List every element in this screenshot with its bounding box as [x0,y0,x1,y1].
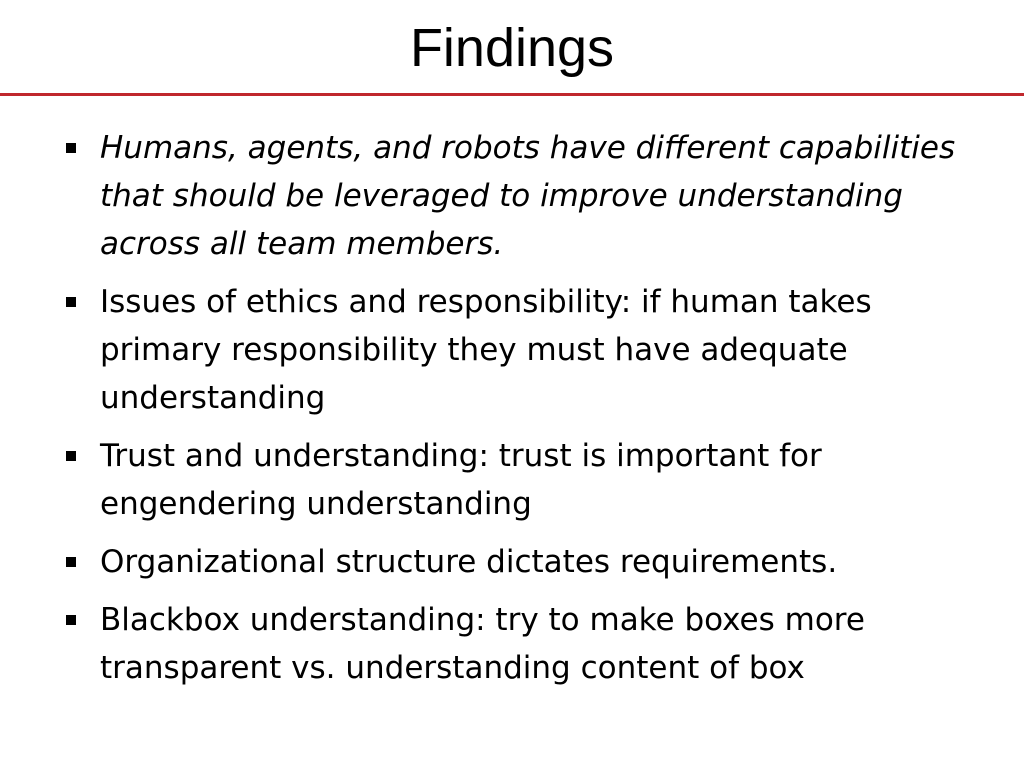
square-bullet-icon [66,143,76,153]
bullet-text: Trust and understanding: trust is import… [100,438,822,522]
square-bullet-icon [66,297,76,307]
square-bullet-icon [66,451,76,461]
square-bullet-icon [66,557,76,567]
bullet-item: Blackbox understanding: try to make boxe… [62,596,962,692]
square-bullet-icon [66,615,76,625]
bullet-text: Blackbox understanding: try to make boxe… [100,602,865,686]
bullet-item: Organizational structure dictates requir… [62,538,962,586]
title-divider [0,93,1024,96]
bullet-text: Organizational structure dictates requir… [100,544,838,580]
bullet-item: Issues of ethics and responsibility: if … [62,278,962,422]
bullet-item: Humans, agents, and robots have differen… [62,124,962,268]
bullet-text: Humans, agents, and robots have differen… [100,130,956,262]
bullet-item: Trust and understanding: trust is import… [62,432,962,528]
slide-title: Findings [409,18,615,78]
bullet-text: Issues of ethics and responsibility: if … [100,284,872,416]
bullet-list: Humans, agents, and robots have differen… [62,124,962,702]
